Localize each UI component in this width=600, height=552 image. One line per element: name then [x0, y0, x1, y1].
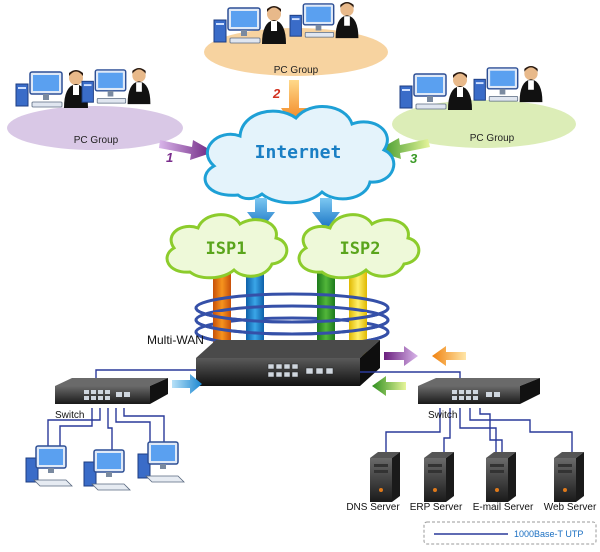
- pc-group-right-pad: [392, 100, 576, 148]
- server-email: E-mail Server: [473, 452, 534, 513]
- internet-label: Internet: [255, 142, 342, 163]
- desktop-pc-icon: [15, 69, 89, 109]
- switch-left: Switch: [55, 378, 168, 421]
- server-dns-label: DNS Server: [346, 502, 400, 513]
- desktop-pc-icon: [25, 445, 73, 487]
- multi-wan-label: Multi-WAN: [147, 333, 204, 347]
- server-erp-label: ERP Server: [410, 502, 463, 513]
- isp1-label: ISP1: [206, 239, 247, 259]
- pc-group-left: PC Group: [7, 67, 183, 150]
- server-web-label: Web Server: [544, 502, 597, 513]
- isp2-cloud: ISP2: [297, 213, 421, 280]
- switch-left-label: Switch: [55, 410, 84, 421]
- server-icon: [424, 452, 454, 502]
- server-icon: [370, 452, 400, 502]
- server-dns: DNS Server: [346, 452, 400, 513]
- arrow-purple-to-router: [384, 346, 418, 366]
- arrow-internet-to-isp1: [247, 198, 275, 230]
- isp2-label: ISP2: [340, 239, 381, 259]
- server-icon: [486, 452, 516, 502]
- path-2-number: 2: [272, 86, 281, 101]
- pc-group-left-label: PC Group: [74, 135, 119, 146]
- server-email-label: E-mail Server: [473, 502, 534, 513]
- desktop-pc-icon: [137, 441, 185, 483]
- arrow-orange-to-router: [432, 346, 466, 366]
- pc-group-right-label: PC Group: [470, 133, 515, 144]
- router-icon: [196, 340, 380, 386]
- pc-group-left-pad: [7, 106, 183, 150]
- desktop-pc-icon: [213, 5, 287, 45]
- switch-right: Switch: [418, 378, 540, 421]
- arrow-green-to-router: [372, 376, 406, 396]
- arrow-internet-to-isp2: [312, 198, 340, 230]
- legend-label: 1000Base-T UTP: [514, 529, 583, 539]
- lan-pcs-left: [25, 441, 185, 491]
- desktop-pc-icon: [83, 449, 131, 491]
- switch-icon: [418, 378, 540, 404]
- isp1-cloud: ISP1: [165, 213, 289, 280]
- desktop-pc-icon: [399, 71, 473, 111]
- switch-icon: [55, 378, 168, 404]
- utp-cables: [47, 369, 573, 456]
- server-web: Web Server: [544, 452, 597, 513]
- switch-right-label: Switch: [428, 410, 457, 421]
- desktop-pc-icon: [289, 1, 360, 39]
- desktop-pc-icon: [473, 65, 544, 103]
- pc-group-top: PC Group: [204, 1, 388, 76]
- arrow-path-1: 1: [159, 140, 214, 165]
- pc-group-right: PC Group: [392, 65, 576, 148]
- desktop-pc-icon: [81, 67, 152, 105]
- server-erp: ERP Server: [410, 452, 463, 513]
- legend: 1000Base-T UTP: [423, 521, 597, 545]
- arrow-router-to-switch-left: [172, 374, 202, 394]
- path-1-number: 1: [166, 150, 173, 165]
- path-3-number: 3: [410, 151, 418, 166]
- pc-group-top-label: PC Group: [274, 65, 319, 76]
- server-icon: [554, 452, 584, 502]
- internet-cloud: Internet: [203, 105, 396, 205]
